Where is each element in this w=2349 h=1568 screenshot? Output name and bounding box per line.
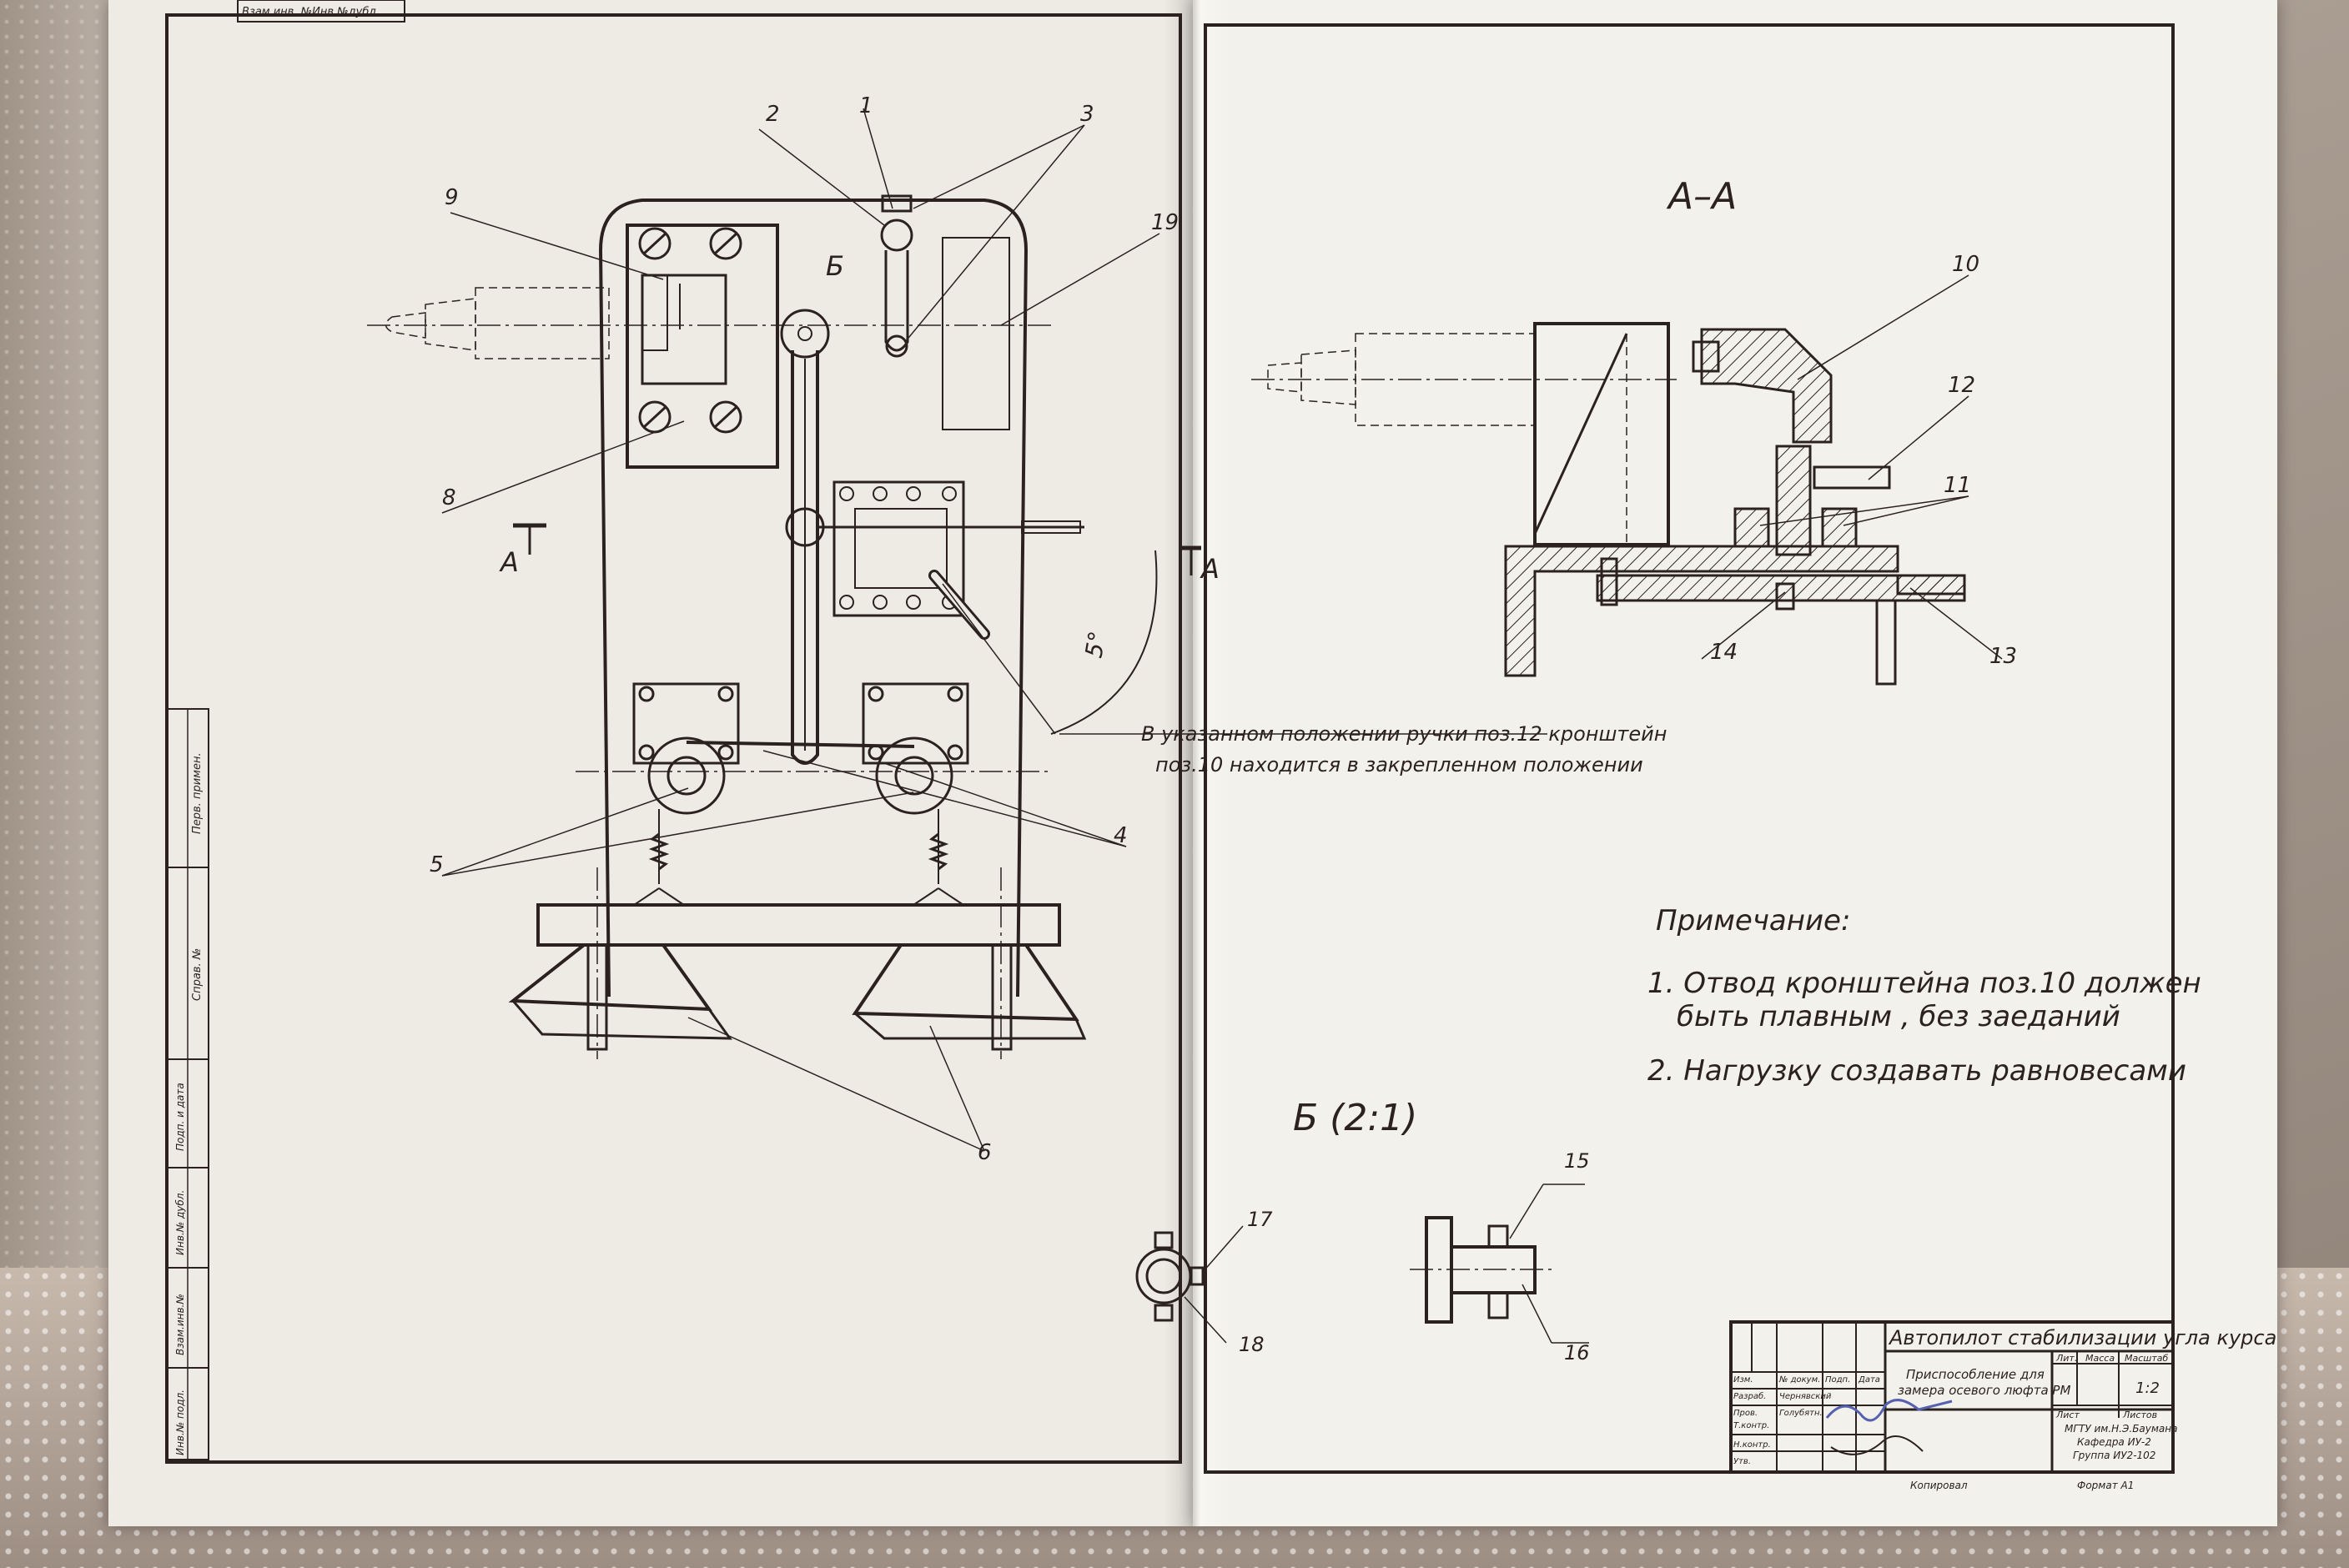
cut-a-left-label: А	[499, 546, 519, 578]
callout-9: 9	[445, 185, 459, 210]
top-left-stamp: Взам.инв. №Инв.№дубл.	[242, 6, 380, 18]
prov-name: Голубятн.	[1779, 1408, 1823, 1418]
section-aa-view	[1251, 322, 1966, 686]
org-line-1: МГТУ им.Н.Э.Баумана	[2065, 1423, 2178, 1435]
main-view-callouts: 1 2 3 4 5 6 8 9 19	[430, 93, 1179, 1165]
title-block	[1729, 1320, 2175, 1474]
notes-block: Примечание: 1. Отвод кронштейна поз.10 д…	[1647, 904, 2201, 1088]
format-label: Формат А1	[2077, 1480, 2134, 1491]
org-line-3: Группа ИУ2-102	[2073, 1450, 2155, 1461]
razrab-name: Чернявский	[1779, 1392, 1832, 1401]
perv-primen-label: Перв. примен.	[191, 752, 204, 834]
inv-podl-label: Инв.№ подл.	[174, 1390, 186, 1455]
notes-heading: Примечание:	[1656, 904, 1850, 937]
col-scale: Масштаб	[2125, 1353, 2168, 1364]
row-nkontr: Н.контр.	[1733, 1440, 1771, 1450]
sheet-label: Лист	[2055, 1410, 2080, 1420]
col-lit: Лит.	[2055, 1353, 2077, 1364]
signature-ink	[1825, 1399, 1953, 1422]
col-mass: Масса	[2085, 1353, 2115, 1364]
callout-2: 2	[766, 102, 780, 127]
callout-1: 1	[859, 93, 873, 118]
callout-10: 10	[1952, 252, 1979, 277]
scale-value: 1:2	[2135, 1380, 2160, 1397]
podp-data-label-1: Подп. и дата	[174, 1083, 186, 1151]
callout-8: 8	[442, 485, 456, 510]
callout-12: 12	[1948, 373, 1975, 398]
detail-17-18: 17 18	[1135, 1208, 1273, 1356]
annotation-line-2: поз.10 находится в закрепленном положени…	[1155, 753, 1643, 776]
section-aa-title: А–А	[1666, 175, 1737, 218]
callout-6: 6	[978, 1140, 992, 1165]
right-page-frame	[1204, 23, 2175, 1474]
row-data: Дата	[1858, 1375, 1880, 1385]
section-aa-leaders	[1701, 274, 2003, 660]
main-view: 5° А А Б	[367, 194, 1220, 1059]
title-block-text: Автопилот стабилизации угла курса Приспо…	[1733, 1326, 2276, 1491]
callout-5: 5	[430, 852, 444, 877]
sprav-label: Справ. №	[191, 948, 204, 1001]
callout-18: 18	[1239, 1333, 1265, 1356]
row-izm: Изм.	[1733, 1375, 1753, 1385]
org-line-2: Кафедра ИУ-2	[2077, 1436, 2151, 1448]
copied-label: Копировал	[1910, 1480, 1968, 1491]
callout-15: 15	[1564, 1149, 1590, 1173]
callout-11: 11	[1944, 473, 1971, 498]
notes-item2: 2. Нагрузку создавать равновесами	[1647, 1054, 2186, 1088]
drawing-subtitle-1: Приспособление для	[1906, 1367, 2045, 1382]
row-doc: № докум.	[1778, 1375, 1820, 1385]
notes-item1-line2: быть плавным , без заеданий	[1677, 1000, 2120, 1033]
callout-17: 17	[1247, 1208, 1273, 1231]
main-view-leaders	[441, 108, 1547, 1152]
callout-14: 14	[1710, 640, 1738, 665]
callout-19: 19	[1151, 210, 1179, 235]
row-razrab: Разраб.	[1733, 1391, 1766, 1401]
section-aa-callouts: 10 12 11 14 13	[1710, 252, 2017, 669]
row-podp: Подп.	[1825, 1375, 1850, 1385]
drawing-subtitle-2: замера осевого люфта РМ	[1898, 1383, 2070, 1398]
angle-label: 5°	[1079, 629, 1111, 660]
cut-a-right-label: А	[1200, 553, 1220, 585]
callout-3: 3	[1080, 102, 1094, 127]
row-utv: Утв.	[1733, 1457, 1751, 1466]
drawing-title: Автопилот стабилизации угла курса	[1888, 1326, 2276, 1349]
left-page-frame	[165, 13, 1182, 1464]
callout-13: 13	[1989, 644, 2017, 669]
row-prov: Пров.	[1733, 1409, 1758, 1418]
signature-pencil	[1830, 1435, 1924, 1455]
right-page	[1193, 0, 2277, 1526]
vzam-inv-label: Взам.инв.№	[174, 1294, 186, 1355]
inv-dubl-label: Инв.№ дубл.	[174, 1190, 186, 1255]
annotation-line-1: В указанном положении ручки поз.12 кронш…	[1141, 722, 1667, 746]
detail-b-title: Б (2:1)	[1293, 1097, 1417, 1139]
sheets-label: Листов	[2122, 1410, 2157, 1420]
notes-item1-line1: 1. Отвод кронштейна поз.10 должен	[1647, 967, 2201, 1000]
side-stamp-labels: Перв. примен. Справ. № Подп. и дата Инв.…	[174, 752, 204, 1455]
callout-16: 16	[1564, 1341, 1590, 1364]
row-tkontr: Т.контр.	[1733, 1421, 1769, 1430]
callout-4: 4	[1114, 823, 1128, 848]
detail-b-view: 15 16	[1410, 1149, 1590, 1364]
view-b-label: Б	[826, 250, 844, 282]
